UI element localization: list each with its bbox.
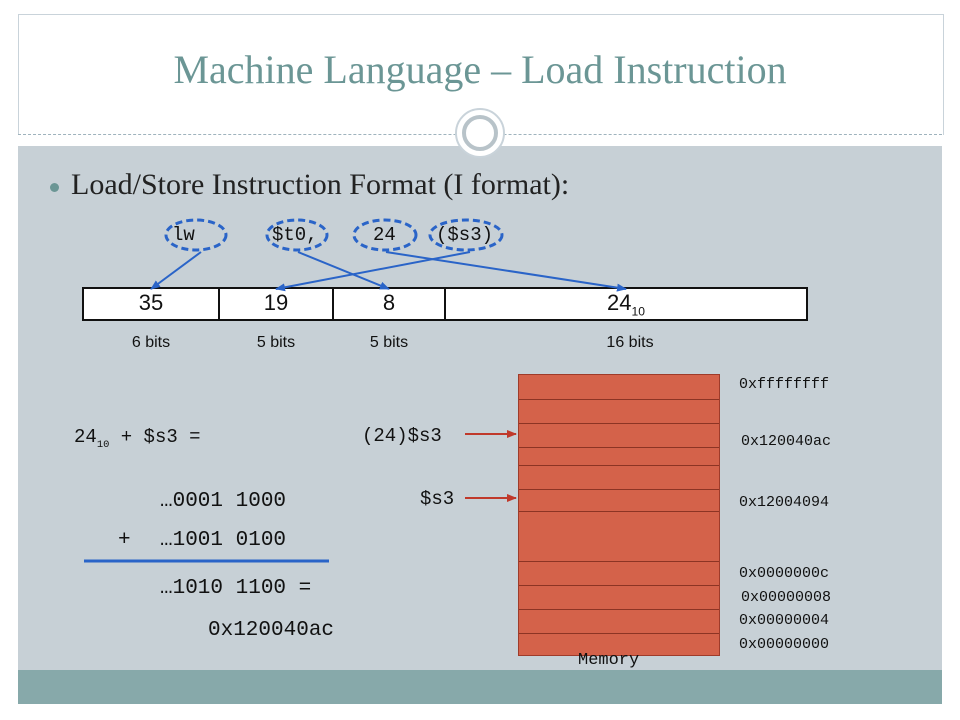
op-arrow [150, 251, 202, 290]
calc-line3: …1010 1100 = [160, 577, 312, 600]
instr-op: lw [172, 224, 195, 246]
calc-line1: …0001 1000 [160, 490, 287, 513]
calc-lhs: 2410 + $s3 = [74, 426, 201, 451]
rt-ellipse [265, 218, 329, 252]
calc-result: 0x120040ac [208, 619, 335, 642]
field-op-bits: 6 bits [131, 334, 171, 351]
calc-plus: + [118, 529, 131, 552]
base-pointer-label: $s3 [420, 488, 455, 510]
field-imm-value: 2410 [444, 290, 808, 318]
rs-ellipse [428, 218, 504, 252]
slide-title: Machine Language – Load Instruction [173, 47, 787, 92]
addr-target: 0x120040ac [741, 433, 832, 450]
memory-row-divider [519, 465, 719, 466]
imm-ellipse [352, 218, 418, 252]
calc-lhs-base: 10 [96, 438, 110, 451]
field-imm-base: 10 [631, 304, 645, 319]
field-rs-bits: 5 bits [256, 334, 296, 351]
field-imm-number: 24 [607, 290, 632, 315]
instr-rs: ($s3) [436, 224, 494, 246]
memory-row-divider [519, 447, 719, 448]
offset-pointer-label: (24)$s3 [362, 425, 442, 447]
calc-lhs-rest: + $s3 = [109, 426, 201, 448]
memory-row-divider [519, 561, 719, 562]
field-rs-value: 19 [263, 290, 289, 315]
addr-base: 0x12004094 [739, 494, 830, 511]
calc-line2: …1001 0100 [160, 529, 287, 552]
divider-circle-icon [455, 108, 505, 158]
field-op-value: 35 [138, 290, 164, 315]
addr-0c: 0x0000000c [739, 565, 830, 582]
bullet-icon [50, 183, 59, 192]
memory-row-divider [519, 633, 719, 634]
memory-block [518, 374, 720, 656]
field-rt-bits: 5 bits [369, 334, 409, 351]
calc-lhs-number: 24 [74, 426, 97, 448]
addr-08: 0x00000008 [741, 589, 832, 606]
addr-top: 0xffffffff [739, 376, 830, 393]
rs-arrow [275, 251, 471, 292]
instr-rt: $t0, [272, 224, 318, 246]
bullet-text: Load/Store Instruction Format (I format)… [71, 168, 570, 201]
op-ellipse [164, 218, 228, 252]
memory-row-divider [519, 489, 719, 490]
memory-row-divider [519, 609, 719, 610]
footer-bar [18, 670, 942, 704]
content-area [18, 146, 942, 670]
rt-arrow [297, 251, 390, 290]
imm-arrow [385, 251, 627, 292]
instr-imm: 24 [373, 224, 396, 246]
field-imm-bits: 16 bits [606, 334, 654, 351]
field-rt-value: 8 [382, 290, 396, 315]
memory-row-divider [519, 585, 719, 586]
memory-row-divider [519, 399, 719, 400]
memory-label: Memory [578, 651, 640, 670]
addr-04: 0x00000004 [739, 612, 830, 629]
addr-00: 0x00000000 [739, 636, 830, 653]
memory-row-divider [519, 511, 719, 512]
memory-row-divider [519, 423, 719, 424]
